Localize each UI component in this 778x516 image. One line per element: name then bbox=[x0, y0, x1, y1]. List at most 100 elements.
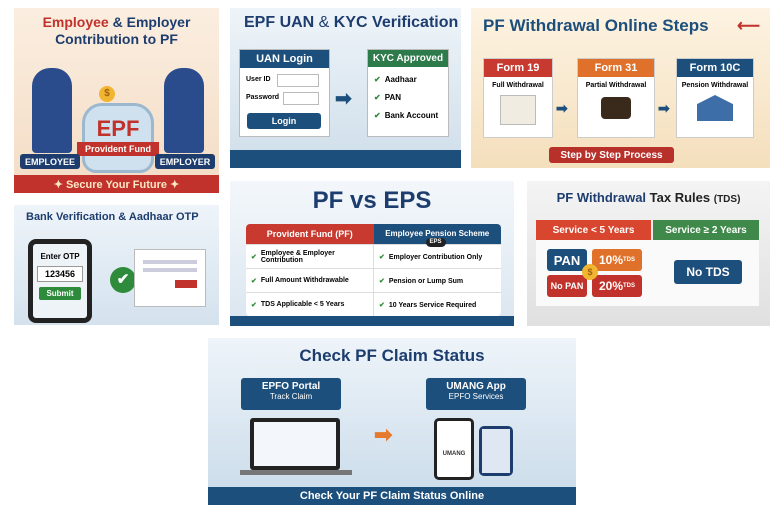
eps-header-label: Employee Pension Scheme bbox=[385, 229, 490, 238]
epfo-phone bbox=[479, 426, 513, 476]
title-part: vs bbox=[343, 187, 384, 214]
check-icon: ✔ bbox=[251, 277, 257, 285]
submit-button[interactable]: Submit bbox=[39, 287, 81, 300]
panel-title: PF vs EPS bbox=[230, 187, 514, 215]
user-id-input[interactable] bbox=[277, 74, 319, 87]
title-part: EPF UAN bbox=[244, 14, 315, 31]
step-card: Form 31 Partial Withdrawal bbox=[577, 58, 655, 138]
footer-bar bbox=[230, 150, 461, 168]
cell-text: 10 Years Service Required bbox=[388, 301, 477, 309]
kyc-label: Bank Account bbox=[384, 111, 439, 120]
user-id-label: User ID bbox=[246, 76, 271, 83]
app-label: UMANG App bbox=[446, 381, 506, 392]
comparison-row: ✔Employee & Employer Contribution✔Employ… bbox=[246, 244, 501, 268]
panel-title: PF Withdrawal Online Steps bbox=[483, 16, 709, 35]
withdrawal-steps-panel: PF Withdrawal Online Steps ⟵ Form 19 Ful… bbox=[471, 8, 770, 168]
eps-badge: EPS bbox=[425, 238, 446, 247]
cell-text: TDS Applicable < 5 Years bbox=[260, 301, 345, 308]
comparison-table: Provident Fund (PF) Employee Pension Sch… bbox=[246, 224, 501, 316]
service-ge-2-header: Service ≥ 2 Years bbox=[653, 220, 759, 240]
arrow-right-icon: ➡ bbox=[374, 422, 393, 447]
employee-figure-icon bbox=[32, 68, 72, 153]
password-input[interactable] bbox=[283, 92, 319, 105]
no-pan-label: No PAN bbox=[547, 275, 587, 297]
check-circle-icon: ✔ bbox=[110, 267, 136, 293]
arrow-right-icon: ➡ bbox=[658, 100, 670, 116]
otp-input[interactable]: 123456 bbox=[37, 266, 83, 282]
rate-value: 20% bbox=[598, 279, 624, 293]
uan-login-box: UAN Login User ID Password Login bbox=[239, 49, 330, 137]
epf-jar: EPF Provident Fund bbox=[77, 103, 159, 173]
phone: Enter OTP 123456 Submit bbox=[28, 239, 92, 323]
check-icon: ✔ bbox=[251, 301, 257, 309]
laptop-icon bbox=[250, 418, 340, 470]
comparison-cell: ✔Employee & Employer Contribution bbox=[246, 245, 374, 268]
tds-suffix: TDS bbox=[623, 257, 636, 263]
kyc-header: KYC Approved bbox=[368, 50, 448, 67]
kyc-item: ✔Bank Account bbox=[374, 107, 442, 125]
otp-label: Enter OTP bbox=[40, 252, 80, 261]
kyc-item: ✔PAN bbox=[374, 89, 442, 107]
pf-column-header: Provident Fund (PF) bbox=[246, 224, 374, 244]
step-form: Form 10C bbox=[677, 59, 753, 77]
pan-rate: 10%TDS bbox=[592, 249, 642, 271]
cell-text: Employer Contribution Only bbox=[388, 253, 483, 261]
title-part: PF bbox=[312, 187, 344, 214]
jar-sublabel: Provident Fund bbox=[77, 142, 159, 156]
cell-text: Employee & Employer Contribution bbox=[260, 249, 335, 264]
umang-phone: UMANG bbox=[434, 418, 474, 480]
epfo-portal-card: EPFO Portal Track Claim bbox=[241, 378, 341, 410]
step-card: Form 19 Full Withdrawal bbox=[483, 58, 553, 138]
laptop-base bbox=[240, 470, 352, 475]
check-icon: ✔ bbox=[374, 93, 381, 102]
check-icon: ✔ bbox=[251, 253, 257, 261]
app-sublabel: EPFO Services bbox=[448, 392, 504, 401]
uan-kyc-panel: EPF UAN & KYC Verification UAN Login Use… bbox=[230, 8, 461, 168]
comparison-row: ✔TDS Applicable < 5 Years✔10 Years Servi… bbox=[246, 292, 501, 316]
title-part: (TDS) bbox=[713, 194, 741, 205]
panel-title: EPF UAN & KYC Verification bbox=[244, 14, 458, 32]
jar-label: EPF bbox=[96, 116, 140, 141]
title-part: & bbox=[314, 14, 334, 31]
login-header: UAN Login bbox=[240, 50, 329, 68]
password-label: Password bbox=[246, 94, 280, 101]
step-desc: Full Withdrawal bbox=[492, 82, 544, 89]
kyc-item: ✔Aadhaar bbox=[374, 71, 442, 89]
comparison-cell: ✔Pension or Lump Sum bbox=[374, 277, 501, 285]
comparison-cell: ✔TDS Applicable < 5 Years bbox=[246, 293, 374, 316]
bank-icon bbox=[697, 95, 733, 121]
rate-value: 10% bbox=[598, 253, 624, 267]
panel-title: PF Withdrawal Tax Rules (TDS) bbox=[527, 190, 770, 205]
title-part: Employee bbox=[42, 14, 109, 30]
employee-label: EMPLOYEE bbox=[20, 154, 80, 169]
bank-otp-panel: Bank Verification & Aadhaar OTP Enter OT… bbox=[14, 205, 219, 325]
kyc-label: Aadhaar bbox=[384, 75, 417, 84]
comparison-cell: ✔Employer Contribution Only bbox=[374, 253, 501, 261]
employer-label: EMPLOYER bbox=[155, 154, 215, 169]
step-desc: Pension Withdrawal bbox=[681, 82, 749, 89]
check-icon: ✔ bbox=[379, 253, 385, 261]
coin-icon: $ bbox=[582, 264, 598, 280]
tax-rules-panel: PF Withdrawal Tax Rules (TDS) Service < … bbox=[527, 181, 770, 326]
check-icon: ✔ bbox=[374, 111, 381, 120]
step-desc: Partial Withdrawal bbox=[585, 82, 647, 89]
comparison-cell: ✔Full Amount Withdrawable bbox=[246, 269, 374, 292]
portal-label: EPFO Portal bbox=[261, 381, 321, 392]
umang-label: UMANG bbox=[437, 421, 471, 477]
no-tds-label: No TDS bbox=[674, 260, 742, 284]
pf-vs-eps-panel: PF vs EPS Provident Fund (PF) Employee P… bbox=[230, 181, 514, 326]
login-button[interactable]: Login bbox=[247, 113, 321, 129]
step-form: Form 31 bbox=[578, 59, 654, 77]
claim-status-footer: Check Your PF Claim Status Online bbox=[208, 487, 576, 505]
title-part: Contribution to PF bbox=[55, 31, 178, 47]
pan-label: PAN bbox=[547, 249, 587, 271]
back-arrow-icon[interactable]: ⟵ bbox=[737, 18, 760, 35]
umang-app-card: UMANG App EPFO Services bbox=[426, 378, 526, 410]
employer-figure-icon bbox=[164, 68, 204, 153]
step-by-step-banner: Step by Step Process bbox=[549, 147, 674, 163]
panel-title: Bank Verification & Aadhaar OTP bbox=[26, 211, 199, 223]
arrow-right-icon: ➡ bbox=[335, 88, 352, 110]
comparison-cell: ✔10 Years Service Required bbox=[374, 301, 501, 309]
